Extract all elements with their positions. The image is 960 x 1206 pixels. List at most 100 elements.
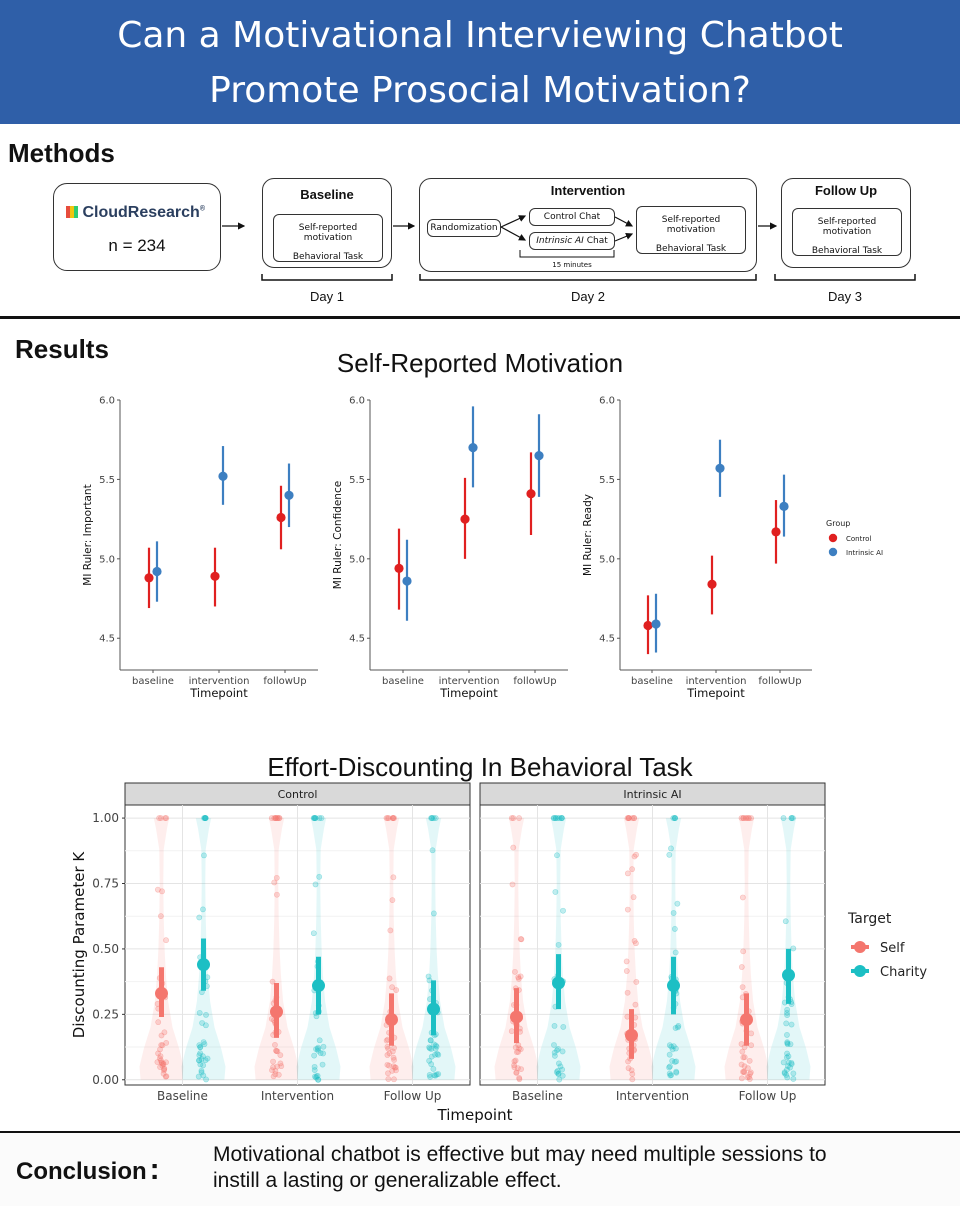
jitter-point-self	[274, 815, 281, 821]
jitter-point-charity	[311, 1052, 318, 1059]
jitter-point-self	[390, 1054, 397, 1061]
jitter-point-charity	[431, 1072, 438, 1079]
jitter-point-self	[516, 815, 522, 821]
jitter-point-self	[625, 815, 632, 821]
jitter-point-self	[738, 1061, 745, 1068]
jitter-point-self	[631, 938, 638, 944]
jitter-point-charity	[198, 1069, 205, 1076]
jitter-point-self	[272, 1068, 279, 1074]
jitter-point-charity	[431, 1041, 437, 1048]
jitter-point-charity	[554, 852, 560, 859]
legend-label: Control	[846, 535, 871, 543]
jitter-point-charity	[316, 873, 323, 880]
jitter-point-self	[391, 1064, 398, 1071]
jitter-point-charity	[435, 1051, 442, 1058]
jitter-point-charity	[429, 847, 436, 854]
divider-conclusion	[0, 1131, 960, 1134]
x-tick-label: Follow Up	[384, 1089, 442, 1103]
jitter-point-charity	[313, 1074, 319, 1081]
conclusion-label: Conclusion	[16, 1158, 147, 1185]
jitter-point-charity	[667, 1072, 674, 1079]
violin-self	[139, 818, 184, 1080]
jitter-point-charity	[784, 1066, 790, 1073]
jitter-point-charity	[427, 1037, 434, 1044]
jitter-point-self	[741, 1063, 748, 1070]
jitter-point-charity	[781, 1070, 788, 1077]
point-control	[526, 489, 536, 499]
jitter-point-self	[163, 1059, 169, 1066]
ai-chat-rest: Chat	[583, 236, 608, 246]
jitter-point-charity	[427, 1037, 434, 1044]
jitter-point-self	[157, 913, 164, 920]
jitter-point-self	[633, 851, 639, 858]
jitter-point-self	[159, 1060, 165, 1067]
legend-key-charity	[854, 965, 866, 977]
x-axis-title: Timepoint	[439, 686, 498, 700]
jitter-point-self	[161, 1065, 168, 1072]
jitter-point-charity	[784, 1032, 790, 1038]
jitter-point-self	[746, 1073, 753, 1080]
jitter-point-charity	[781, 1069, 788, 1076]
jitter-point-charity	[672, 815, 678, 821]
jitter-point-self	[631, 815, 637, 821]
jitter-point-self	[516, 1076, 523, 1083]
followup-measure-2: Behavioral Task	[811, 246, 883, 256]
jitter-point-self	[159, 1062, 166, 1069]
methods-flow-diagram	[222, 215, 916, 281]
jitter-point-charity	[780, 815, 787, 821]
jitter-point-self	[629, 1076, 636, 1083]
jitter-point-self	[738, 1041, 745, 1047]
jitter-point-charity	[668, 1072, 675, 1079]
jitter-point-self	[156, 1055, 163, 1062]
jitter-point-self	[161, 1067, 167, 1074]
x-tick-label: Baseline	[157, 1089, 208, 1103]
conclusion-line-1: Motivational chatbot is effective but ma…	[213, 1143, 827, 1166]
jitter-point-charity	[316, 1037, 323, 1044]
jitter-point-self	[269, 978, 276, 985]
jitter-point-charity	[673, 1058, 680, 1065]
jitter-point-self	[747, 1070, 754, 1077]
jitter-point-charity	[784, 1040, 791, 1047]
jitter-point-charity	[788, 815, 795, 821]
jitter-point-self	[275, 1071, 282, 1078]
jitter-point-charity	[195, 1073, 202, 1080]
point-intrinsic-ai	[402, 576, 412, 586]
jitter-point-charity	[316, 815, 323, 821]
jitter-point-charity	[672, 949, 679, 956]
y-axis-title: Discounting Parameter K	[70, 851, 88, 1039]
jitter-point-self	[517, 936, 524, 942]
jitter-point-self	[745, 815, 752, 821]
duration-bracket	[519, 250, 615, 258]
jitter-point-charity	[200, 1039, 207, 1046]
intervention-title: Intervention	[550, 183, 626, 198]
intervention-measures: Self-reported motivation Behavioral Task	[636, 206, 746, 254]
jitter-point-self	[273, 815, 279, 821]
motivation-chart-title: Self-Reported Motivation	[336, 348, 624, 378]
jitter-point-self	[510, 815, 517, 821]
jitter-point-charity	[318, 815, 325, 821]
point-intrinsic-ai	[715, 463, 725, 473]
jitter-point-self	[272, 815, 279, 821]
jitter-point-self	[623, 958, 630, 965]
jitter-point-charity	[790, 945, 797, 952]
point-intrinsic-ai	[284, 490, 294, 500]
jitter-point-charity	[201, 815, 208, 821]
jitter-point-charity	[200, 906, 206, 913]
point-control	[707, 579, 717, 589]
jitter-point-self	[512, 1044, 519, 1051]
y-tick-label: 5.5	[349, 475, 365, 486]
jitter-point-self	[740, 1068, 746, 1075]
jitter-point-self	[746, 1057, 753, 1064]
jitter-point-charity	[430, 815, 437, 821]
jitter-point-charity	[552, 815, 559, 821]
mean-point-self	[270, 1005, 283, 1019]
jitter-point-charity	[788, 815, 795, 821]
intervention-measure-2: Behavioral Task	[655, 244, 727, 254]
jitter-point-self	[392, 1064, 399, 1071]
jitter-point-charity	[673, 1069, 680, 1076]
jitter-point-charity	[435, 1071, 442, 1077]
jitter-point-charity	[668, 845, 674, 852]
jitter-point-self	[741, 1054, 748, 1061]
